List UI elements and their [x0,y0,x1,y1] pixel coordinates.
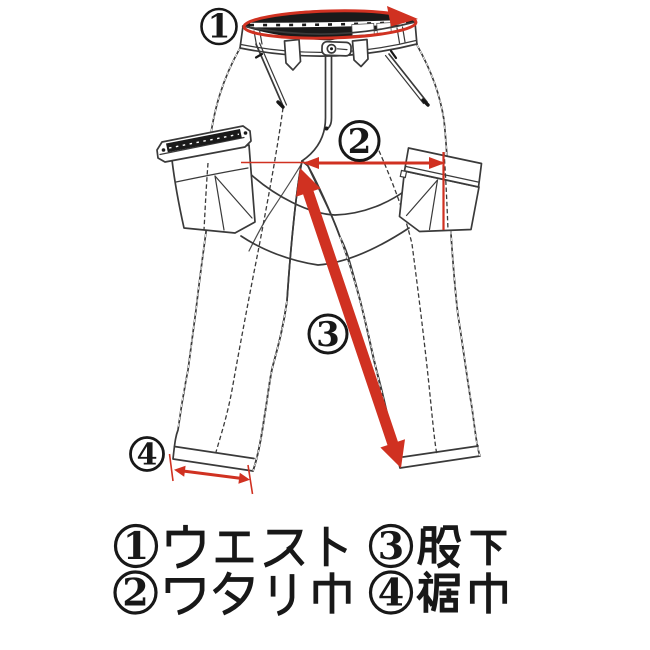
marker-2-circle [338,120,381,162]
marker-3: 3 [307,313,349,355]
left-slant-tick [254,52,264,59]
waist-arrowhead [387,6,418,27]
hem-ext-left [168,453,174,482]
right-slant-pocket [384,49,430,107]
legend-item-thigh: 2 [113,569,351,616]
belt-loop-left [283,38,302,71]
right-slant-edge [388,53,428,103]
left-pocket-flap-inner [159,136,245,156]
hem-head-right [238,472,250,484]
marker-4-number: 4 [137,437,158,472]
waist-ellipse [242,9,418,40]
waist-measure [242,6,418,40]
left-cuff-line [173,445,255,460]
legend-2-circle [113,570,158,615]
marker-1-number: 1 [207,6,230,45]
legend-3-label [416,525,507,569]
belt-loop-right [351,38,369,68]
marker-4: 4 [129,436,165,473]
left-pocket-crease [214,175,225,231]
right-cargo-pocket [398,147,483,233]
inseam-arrow [296,168,405,468]
waistband-top-edge [242,21,416,35]
hem-shaft [179,469,245,481]
hem-ext-right [247,464,254,495]
left-cargo-pocket [156,125,256,234]
legend-item-hem: 4 [368,569,508,615]
marker-4-circle [129,436,165,472]
legend-4-label [416,570,508,614]
left-pocket-strip-dashes [168,133,240,149]
legend-1-circle [113,523,159,569]
marker-3-circle [307,313,349,355]
waist-inner-band-dashes [249,20,409,27]
marker-2: 2 [338,120,381,162]
legend-3-circle [368,523,414,569]
legend: 1 2 3 4 [113,523,508,616]
right-cuff-line [402,445,479,458]
right-leg-crease [375,143,438,456]
marker-2-number: 2 [348,122,372,162]
thigh-head-right [429,157,445,169]
legend-item-inseam: 3 [368,523,507,569]
marker-3-number: 3 [316,315,340,355]
left-leg-crease [215,107,284,453]
legend-1-number: 1 [123,523,150,568]
right-pocket-crease [405,179,439,217]
right-pocket-fold [428,179,439,231]
left-pocket-snap-left [161,148,166,152]
right-pocket-flap-inner [405,165,479,183]
fly-left-line [301,55,327,162]
pants-drawing [156,10,483,472]
legend-item-waist: 1 [113,523,348,569]
thigh-head-left [303,157,319,169]
stitch-left-outseam [177,47,241,431]
right-slant-bartack [421,98,430,107]
legend-4-number: 4 [378,569,405,614]
stitch-right-outseam [416,44,481,457]
fly [301,55,333,162]
button-center [330,47,333,51]
measurement-marks [168,6,445,495]
seat-upper-curve [246,170,407,216]
left-pocket-snap-right [243,131,248,135]
marker-1-circle [200,7,238,46]
legend-3-number: 3 [378,523,405,568]
hem-head-left [174,465,186,477]
thigh-measure [241,152,445,230]
left-pocket-body [171,144,256,234]
stitch-left-inseam [252,300,288,472]
legend-2-label [165,571,351,616]
legend-1-label [166,524,348,569]
legend-4-circle [368,570,414,615]
right-slant-tick [389,49,398,60]
left-slant-edge-2 [258,42,288,106]
seat-lower-curve [240,227,410,266]
button-slit [336,48,348,51]
fly-bartack [324,126,329,131]
hem-measure [168,453,254,495]
diagram-markers: 1 2 3 4 [129,6,381,473]
button-tab [321,40,352,57]
left-pocket-seam-over [203,162,209,231]
legend-2-number: 2 [122,569,149,614]
right-pocket-loop [399,169,408,179]
left-slant-pocket [254,42,288,109]
waistband [239,10,418,57]
left-pocket-band-seam [175,167,249,183]
marker-1: 1 [200,6,238,46]
left-slant-bartack [276,100,285,109]
seat-seam [248,162,303,252]
left-pocket-fold [214,175,253,219]
button [326,43,337,54]
waist-tag [351,23,375,36]
right-slant-edge-2 [384,54,425,105]
